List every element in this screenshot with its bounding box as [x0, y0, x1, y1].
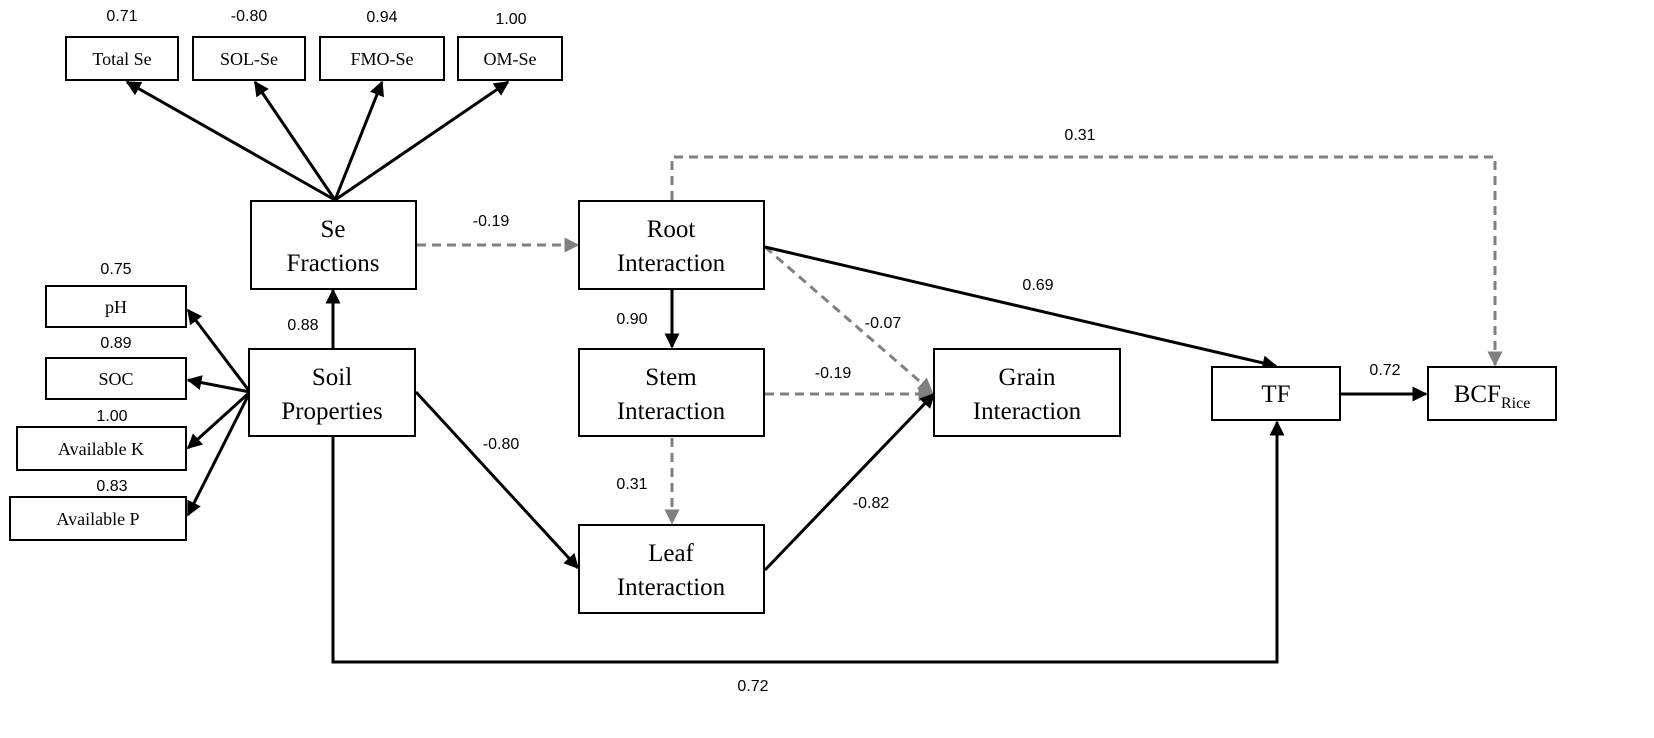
coef-ph: 0.75	[100, 261, 131, 278]
node-sol-se-label: SOL-Se	[220, 49, 278, 69]
node-om-se: OM-Se	[457, 36, 563, 81]
node-se-fractions-line2: Fractions	[286, 250, 379, 277]
node-root-line1: Root	[647, 216, 696, 243]
node-soc-label: SOC	[98, 369, 133, 389]
coef-stem-to-grain: -0.19	[815, 365, 852, 382]
node-grain-line1: Grain	[999, 364, 1056, 391]
node-se-fractions: Se Fractions	[250, 200, 417, 290]
node-stem-line2: Interaction	[617, 398, 726, 425]
path-root-to-grain	[764, 245, 934, 394]
node-leaf-line2: Interaction	[617, 574, 726, 601]
node-soil-properties-line2: Properties	[281, 398, 382, 425]
coef-soil-to-se: 0.88	[287, 317, 318, 334]
path-soil-to-ph	[186, 308, 252, 393]
coef-root-to-tf: 0.69	[1022, 277, 1053, 294]
path-soil-to-avail-p	[186, 391, 252, 517]
path-leaf-to-grain	[763, 392, 936, 572]
node-se-fractions-line1: Se	[321, 216, 346, 243]
node-sol-se: SOL-Se	[192, 36, 306, 81]
path-se-to-sol-se	[253, 80, 337, 201]
coef-leaf-to-grain: -0.82	[853, 495, 890, 512]
node-available-p-label: Available P	[56, 509, 139, 529]
coef-root-to-stem: 0.90	[616, 311, 647, 328]
node-leaf-interaction: Leaf Interaction	[578, 524, 765, 614]
coef-tf-to-bcf: 0.72	[1369, 362, 1400, 379]
node-stem-line1: Stem	[645, 364, 697, 391]
node-total-se: Total Se	[65, 36, 179, 81]
node-total-se-label: Total Se	[92, 49, 151, 69]
node-ph-label: pH	[105, 297, 127, 317]
node-available-p: Available P	[9, 496, 187, 541]
coef-total-se: 0.71	[106, 8, 137, 25]
coef-stem-to-leaf: 0.31	[616, 476, 647, 493]
node-bcf-main: BCF	[1454, 381, 1501, 408]
node-tf-label: TF	[1261, 381, 1290, 408]
coef-fmo-se: 0.94	[366, 9, 397, 26]
node-stem-interaction: Stem Interaction	[578, 348, 765, 437]
path-root-to-tf	[764, 245, 1278, 371]
coef-available-p: 0.83	[96, 478, 127, 495]
node-leaf-line1: Leaf	[648, 540, 694, 567]
node-grain-line2: Interaction	[973, 398, 1082, 425]
node-soc: SOC	[45, 357, 187, 400]
node-fmo-se-label: FMO-Se	[350, 49, 413, 69]
node-ph: pH	[45, 285, 187, 328]
node-bcf-rice-label: BCFRice	[1454, 381, 1531, 412]
node-bcf-rice: BCFRice	[1427, 366, 1557, 421]
node-available-k-label: Available K	[58, 439, 144, 459]
coef-soil-to-tf: 0.72	[737, 678, 768, 695]
node-bcf-subscript: Rice	[1501, 395, 1530, 412]
node-soil-properties-line1: Soil	[312, 364, 352, 391]
path-se-to-total-se	[125, 80, 336, 202]
coef-root-to-grain: -0.07	[865, 315, 902, 332]
coef-om-se: 1.00	[495, 11, 526, 28]
path-root-to-bcf	[670, 155, 1503, 367]
node-tf: TF	[1211, 366, 1341, 421]
node-om-se-label: OM-Se	[484, 49, 537, 69]
node-grain-interaction: Grain Interaction	[933, 348, 1121, 437]
path-soil-to-tf	[331, 420, 1285, 664]
coef-available-k: 1.00	[96, 408, 127, 425]
path-soil-to-leaf	[414, 390, 580, 570]
node-root-line2: Interaction	[617, 250, 726, 277]
path-soil-to-soc	[186, 375, 251, 394]
coef-root-to-bcf: 0.31	[1064, 127, 1095, 144]
node-root-interaction: Root Interaction	[578, 200, 765, 290]
node-soil-properties: Soil Properties	[248, 348, 416, 437]
path-se-to-om-se	[334, 80, 510, 202]
path-soil-to-avail-k	[186, 390, 252, 450]
path-se-to-fmo-se	[333, 80, 384, 201]
coef-sol-se: -0.80	[231, 8, 268, 25]
coef-se-to-root: -0.19	[473, 213, 510, 230]
node-available-k: Available K	[16, 426, 187, 471]
coef-soil-to-leaf: -0.80	[483, 436, 520, 453]
node-fmo-se: FMO-Se	[319, 36, 445, 81]
coef-soc: 0.89	[100, 335, 131, 352]
